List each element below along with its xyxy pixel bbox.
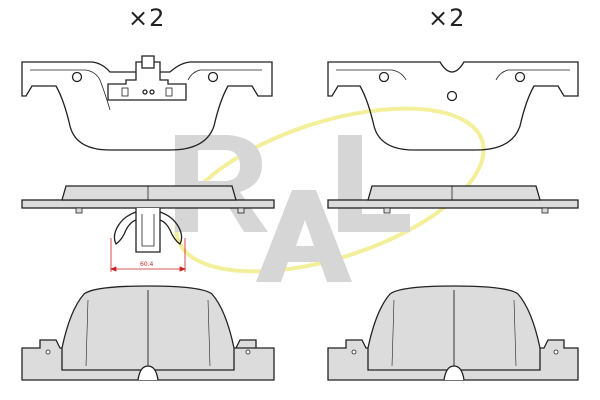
left-face-chamfer-b: [207, 299, 211, 367]
left-face-hole-b: [245, 349, 251, 355]
watermark-letter-a: [256, 190, 352, 282]
left-clip-slot-b: [165, 87, 173, 97]
left-side-friction-block: [61, 185, 237, 201]
left-side-stub-b: [237, 207, 245, 214]
left-pad-friction-face: [21, 285, 275, 381]
right-side-stub-a: [383, 207, 391, 214]
left-pad-top-view: [21, 55, 273, 151]
left-clip-slot-a: [121, 87, 129, 97]
right-backplate-outline: [327, 61, 579, 151]
left-clip-tab: [141, 55, 155, 69]
right-face-hole-b: [553, 349, 559, 355]
dim-arrows: [109, 266, 187, 272]
left-clip-pin-b: [149, 89, 155, 95]
left-wear-sensor-clip: [107, 61, 187, 101]
left-backplate-inner-edge: [30, 69, 262, 111]
right-face-center-notch: [443, 365, 465, 381]
width-dimension: [109, 238, 187, 272]
watermark-letter-l: [338, 135, 410, 232]
right-side-stub-b: [541, 207, 549, 214]
quantity-label-left: ×2: [128, 4, 166, 32]
left-rivet-hole-a: [71, 71, 83, 83]
right-pad-friction-face: [327, 285, 579, 381]
left-rivet-hole-b: [207, 71, 219, 83]
right-side-friction-block: [367, 185, 541, 201]
right-rivet-hole-b: [514, 71, 526, 83]
left-face-chamfer-a: [85, 299, 89, 367]
right-face-chamfer-a: [391, 299, 395, 367]
quantity-label-right: ×2: [428, 4, 466, 32]
right-pad-top-view: [327, 61, 579, 151]
right-face-hole-a: [351, 349, 357, 355]
right-pad-side-view: [327, 185, 579, 214]
dimension-label: 60.4: [140, 261, 154, 268]
left-side-backplate: [21, 199, 275, 209]
left-clip-pin-a: [142, 89, 148, 95]
watermark-yellow-swoosh: [174, 106, 486, 274]
right-side-backplate: [327, 199, 579, 209]
left-face-center-notch: [137, 365, 159, 381]
watermark-letter-r: [175, 135, 268, 232]
left-backplate-outline: [21, 61, 273, 151]
left-side-stub-a: [75, 207, 83, 214]
right-face-chamfer-b: [513, 299, 517, 367]
left-spring-clip: [113, 208, 183, 253]
right-rivet-hole-c: [446, 90, 458, 102]
left-face-hole-a: [45, 349, 51, 355]
right-rivet-hole-a: [378, 71, 390, 83]
right-backplate-inner-edge: [336, 69, 570, 81]
left-pad-side-view: [21, 185, 275, 253]
